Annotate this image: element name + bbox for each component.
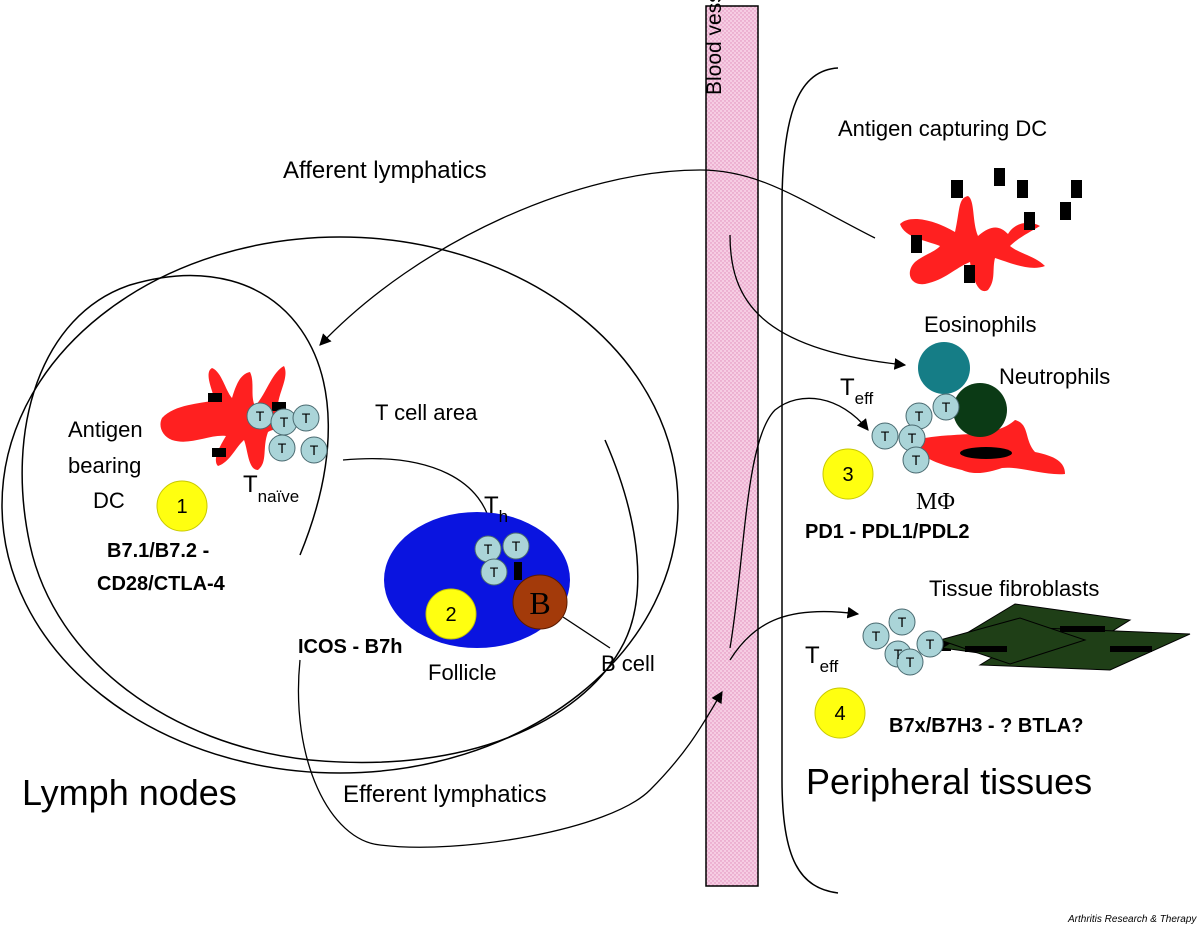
t-cell-cluster-th: [474, 532, 530, 586]
b-cell-letter: B: [529, 585, 550, 621]
efferent-lymphatics-arrow: [297, 659, 723, 848]
neutrophils-label: Neutrophils: [999, 364, 1111, 389]
step-2-pathway: ICOS - B7h: [298, 636, 403, 658]
t-cell-letter: T: [484, 541, 493, 557]
peripheral-tissue-boundary: [781, 67, 839, 894]
t-cell-letter: T: [898, 614, 907, 630]
afferent-lymphatics-arrow: [319, 169, 876, 346]
antigen-bearing-dc: [160, 366, 302, 470]
teff-4-label: Teff: [805, 642, 839, 676]
step-1-number: 1: [176, 496, 187, 518]
t-cell-letter: T: [915, 408, 924, 424]
journal-credit: Arthritis Research & Therapy: [1068, 914, 1197, 925]
follicle-label: Follicle: [428, 660, 497, 685]
t-cell-letter: T: [512, 538, 521, 554]
tissue-fibroblasts: [938, 603, 1191, 671]
t-cell-letter: T: [256, 408, 265, 424]
step-1-pathway-line2: CD28/CTLA-4: [97, 573, 225, 595]
b-cell-leader-line: [562, 616, 611, 649]
step-1-pathway-line1: B7.1/B7.2 -: [107, 540, 210, 562]
th-label: Th: [484, 492, 509, 526]
dc-label-line1: Antigen: [68, 417, 143, 442]
dc-label-line3: DC: [93, 488, 125, 513]
step-1-badge: [156, 480, 208, 532]
t-cell-letter: T: [872, 628, 881, 644]
t-cell-letter: T: [912, 452, 921, 468]
macrophage: [916, 420, 1065, 475]
step-3-pathway: PD1 - PDL1/PDL2: [805, 521, 970, 543]
t-cell-cluster-teff-3: [871, 393, 960, 474]
step-4-number: 4: [834, 703, 845, 725]
step-3-number: 3: [842, 464, 853, 486]
t-cell-letter: T: [490, 564, 499, 580]
blood-vessels-label: Blood vessels: [703, 0, 726, 95]
dc-label-line2: bearing: [68, 453, 142, 478]
step-2-number: 2: [445, 604, 456, 626]
th-b-contact: [514, 562, 522, 580]
antigen-capturing-dc: [900, 168, 1082, 292]
t-naive-label: Tnaïve: [243, 471, 300, 506]
vessel-to-eosinophils-arrow: [729, 234, 907, 370]
t-cell-area-label: T cell area: [375, 400, 478, 425]
efferent-lymphatics-label: Efferent lymphatics: [343, 781, 547, 808]
t-cell-letter: T: [278, 440, 287, 456]
t-cell-cluster-teff-4: [862, 608, 944, 676]
macrophage-label: MΦ: [916, 489, 955, 515]
step-4-badge: [814, 687, 866, 739]
t-cell-letter: T: [894, 646, 903, 662]
eosinophil: [918, 342, 970, 394]
lymph-node-outer-ellipse: [1, 236, 679, 774]
afferent-lymphatics-label: Afferent lymphatics: [283, 157, 487, 184]
teff-3-label: Teff: [840, 374, 874, 408]
t-cell-letter: T: [280, 414, 289, 430]
neutrophil: [953, 383, 1007, 437]
lymph-nodes-label: Lymph nodes: [22, 772, 237, 813]
b-cell: [512, 574, 568, 630]
peripheral-tissues-label: Peripheral tissues: [806, 761, 1093, 802]
t-cell-letter: T: [906, 654, 915, 670]
step-2-badge: [425, 588, 477, 640]
teff-to-fibroblasts-arrow: [729, 606, 860, 661]
t-cell-letter: T: [310, 442, 319, 458]
lymph-node-inner-curve: [21, 274, 639, 764]
t-cell-letter: T: [942, 399, 951, 415]
t-cell-letter: T: [302, 410, 311, 426]
eosinophils-label: Eosinophils: [924, 312, 1037, 337]
t-cell-letter: T: [908, 430, 917, 446]
t-cell-letter: T: [881, 428, 890, 444]
teff-to-inflammation-arrow: [729, 397, 869, 649]
t-cell-cluster-naive: [246, 402, 328, 464]
tissue-fibroblasts-label: Tissue fibroblasts: [929, 576, 1100, 601]
antigen-capturing-dc-label: Antigen capturing DC: [838, 116, 1048, 141]
blood-vessel-band: [705, 5, 759, 887]
step-3-badge: [822, 448, 874, 500]
t-cell-letter: T: [926, 636, 935, 652]
b-cell-label: B cell: [601, 651, 655, 676]
step-4-pathway: B7x/B7H3 - ? BTLA?: [889, 715, 1084, 737]
